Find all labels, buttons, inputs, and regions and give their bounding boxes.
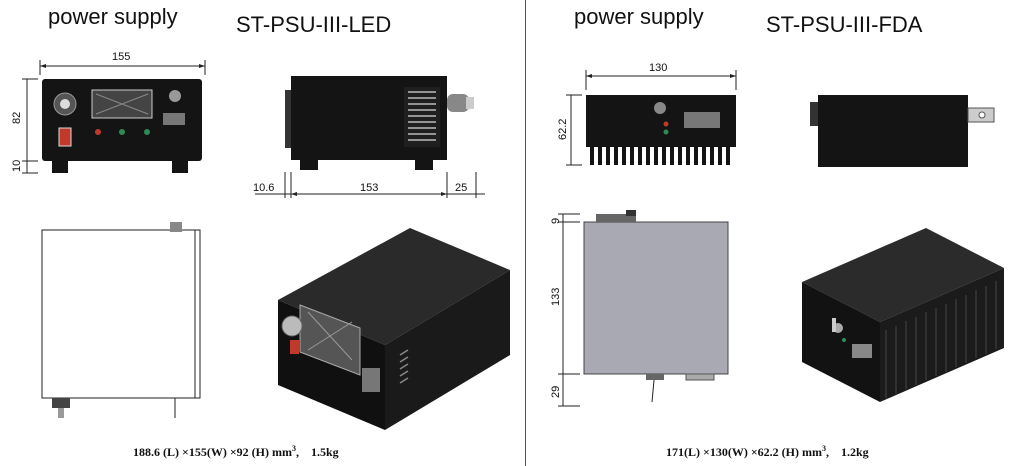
fda-top-view: 9 133 29 xyxy=(550,210,729,407)
panel-divider xyxy=(525,0,526,466)
led-spec-dimensions: 188.6 (L) ×155(W) ×92 (H) mm xyxy=(133,445,292,459)
fda-iso-view xyxy=(802,228,1004,402)
led-spec-weight: , 1.5kg xyxy=(295,445,339,459)
fda-heading: power supply xyxy=(574,4,704,29)
led-heading: power supply xyxy=(48,4,178,29)
led-model-title: ST-PSU-III-LED xyxy=(236,12,392,37)
fda-dim-height: 62.2 xyxy=(557,119,569,140)
led-spec-unit-exponent: 3 xyxy=(291,444,296,453)
fda-front-view: 130 62.2 xyxy=(557,62,737,166)
fda-dim-bottom-offset: 29 xyxy=(550,386,562,398)
led-dim-side-knob: 25 xyxy=(455,182,467,194)
led-dim-side-length: 153 xyxy=(360,182,378,194)
fda-spec-unit-exponent: 3 xyxy=(821,444,826,453)
panel-fda: power supply ST-PSU-III-FDA 130 xyxy=(526,0,1026,466)
led-top-view xyxy=(41,222,201,418)
fda-dim-top-offset: 9 xyxy=(550,218,562,224)
fda-dim-width: 130 xyxy=(649,62,667,74)
fda-side-view xyxy=(810,95,995,167)
fda-drawings: 130 62.2 xyxy=(550,62,1004,407)
fda-spec-line: 171(L) ×130(W) ×62.2 (H) mm3, 1.2kg xyxy=(666,444,869,460)
fda-dim-top-depth: 133 xyxy=(550,288,562,306)
led-side-view: 10.6 153 25 xyxy=(253,76,485,198)
led-iso-view xyxy=(278,228,510,430)
led-dim-width: 155 xyxy=(112,51,130,63)
led-dim-height: 82 xyxy=(11,112,23,124)
fda-model-title: ST-PSU-III-FDA xyxy=(766,12,923,37)
led-dim-side-front: 10.6 xyxy=(253,182,274,194)
fda-spec-dimensions: 171(L) ×130(W) ×62.2 (H) mm xyxy=(666,445,822,459)
led-drawings: 155 82 10 xyxy=(11,51,510,430)
led-spec-line: 188.6 (L) ×155(W) ×92 (H) mm3, 1.5kg xyxy=(133,444,339,460)
fda-spec-weight: , 1.2kg xyxy=(825,445,869,459)
led-dim-foot: 10 xyxy=(11,160,23,172)
led-front-view: 155 82 10 xyxy=(11,51,206,174)
panel-led: power supply ST-PSU-III-LED 155 xyxy=(11,4,510,460)
